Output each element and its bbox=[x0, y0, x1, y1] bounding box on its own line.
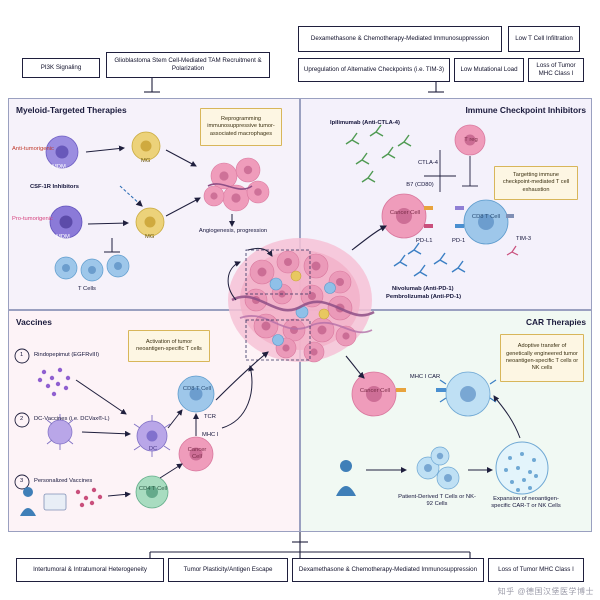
vaccine-item-2-label: DC-Vaccines (i.e. DCVax®-L) bbox=[34, 416, 110, 422]
central-tumor-mass bbox=[228, 238, 375, 363]
bottom-box-plasticity: Tumor Plasticity/Antigen Escape bbox=[168, 558, 288, 582]
label-t-cells: T Cells bbox=[78, 286, 96, 292]
myeloid-art bbox=[45, 131, 273, 282]
label-treg: T reg bbox=[464, 137, 478, 143]
callout-vaccines-activation: Activation of tumor neoantigen-specific … bbox=[128, 330, 210, 362]
bottom-box-heterogeneity: Intertumoral & Intratumoral Heterogeneit… bbox=[16, 558, 164, 582]
vaccine-item-1-label: Rindopepimut (EGFRvIII) bbox=[34, 352, 100, 358]
label-anti-tumorigenic: Anti-tumorigenic bbox=[12, 146, 54, 152]
label-cd4-tcell: CD4 T Cell bbox=[138, 486, 168, 492]
label-mhc1-vaccines: MHC I bbox=[202, 432, 219, 438]
top-box-low-mutational-load: Low Mutational Load bbox=[454, 58, 524, 82]
label-b7-cd80: B7 (CD80) bbox=[406, 182, 434, 188]
watermark: 知乎 @德国汉堡医学博士 bbox=[497, 587, 594, 596]
label-pd-l1: PD-L1 bbox=[416, 238, 433, 244]
car-art bbox=[227, 261, 549, 496]
top-box-pi3k: PI3K Signaling bbox=[22, 58, 100, 78]
label-pembrolizumab: Pembrolizumab (Anti-PD-1) bbox=[386, 294, 462, 300]
label-pro-tumorigenic: Pro-tumorigenic bbox=[12, 216, 53, 222]
label-pd-1: PD-1 bbox=[452, 238, 466, 244]
label-mg-upper: MG bbox=[141, 158, 151, 164]
vaccine-item-3-label: Personalized Vaccines bbox=[34, 478, 93, 484]
top-box-loss-mhc1: Loss of Tumor MHC Class I bbox=[528, 58, 584, 82]
vaccine-item-3-number: 3 bbox=[20, 478, 24, 484]
quadrant-title-checkpoint: Immune Checkpoint Inhibitors bbox=[465, 105, 586, 115]
label-dc: DC bbox=[148, 446, 158, 452]
quadrant-title-vaccines: Vaccines bbox=[16, 317, 52, 327]
callout-myeloid-reprogramming: Reprogramming immunosuppressive tumor-as… bbox=[200, 108, 282, 146]
label-cd8-tcell-checkpoint: CD8 T Cell bbox=[471, 214, 501, 220]
vaccines-art bbox=[14, 348, 269, 516]
top-box-dex-chemo: Dexamethasone & Chemotherapy-Mediated Im… bbox=[298, 26, 502, 52]
label-cancer-cell-car: Cancer Cell bbox=[359, 388, 391, 394]
label-mg-lower: MG bbox=[145, 234, 155, 240]
callout-car-adoptive-transfer: Adoptive transfer of genetically enginee… bbox=[500, 334, 584, 382]
vaccine-item-1-number: 1 bbox=[20, 352, 24, 358]
label-cancer-cell-checkpoint: Cancer Cell bbox=[389, 210, 421, 216]
label-angiogenesis: Angiogenesis, progression bbox=[198, 228, 268, 234]
bottom-box-loss-mhc1: Loss of Tumor MHC Class I bbox=[488, 558, 584, 582]
quadrant-title-car: CAR Therapies bbox=[525, 317, 586, 327]
label-tim3: TIM-3 bbox=[516, 236, 532, 242]
label-ipilimumab: Ipilimumab (Anti-CTLA-4) bbox=[330, 120, 400, 126]
quadrant-title-myeloid: Myeloid-Targeted Therapies bbox=[16, 105, 127, 115]
label-cd8-tcell-vaccines: CD8 T Cell bbox=[182, 386, 212, 392]
vaccine-item-2-number: 2 bbox=[20, 416, 24, 422]
label-patient-derived-cells: Patient-Derived T Cells or NK-92 Cells bbox=[398, 494, 476, 507]
top-box-alt-checkpoints: Upregulation of Alternative Checkpoints … bbox=[298, 58, 450, 82]
checkpoint-art bbox=[345, 124, 519, 277]
label-cancer-cell-vaccines: Cancer Cell bbox=[187, 447, 207, 460]
label-ctla4: CTLA-4 bbox=[418, 160, 438, 166]
callout-checkpoint-exhaustion: Targetting immune checkpoint-mediated T … bbox=[494, 166, 578, 200]
label-expansion: Expansion of neoantigen-specific CAR-T o… bbox=[491, 496, 561, 509]
label-tcr: TCR bbox=[204, 414, 216, 420]
top-box-low-tcell: Low T Cell Infiltration bbox=[508, 26, 580, 52]
label-mdm-anti: MDM bbox=[52, 164, 66, 170]
label-nivolumab: Nivolumab (Anti-PD-1) bbox=[392, 286, 454, 292]
bottom-box-dex-chemo: Dexamethasone & Chemotherapy-Mediated Im… bbox=[292, 558, 484, 582]
label-csf1r-inhibitors: CSF-1R Inhibitors bbox=[30, 184, 79, 190]
top-box-gsc-tam: Glioblastoma Stem Cell-Mediated TAM Recr… bbox=[106, 52, 270, 78]
label-mhc1-car: MHC I CAR bbox=[409, 374, 441, 380]
label-mdm-pro: MDM bbox=[56, 234, 70, 240]
